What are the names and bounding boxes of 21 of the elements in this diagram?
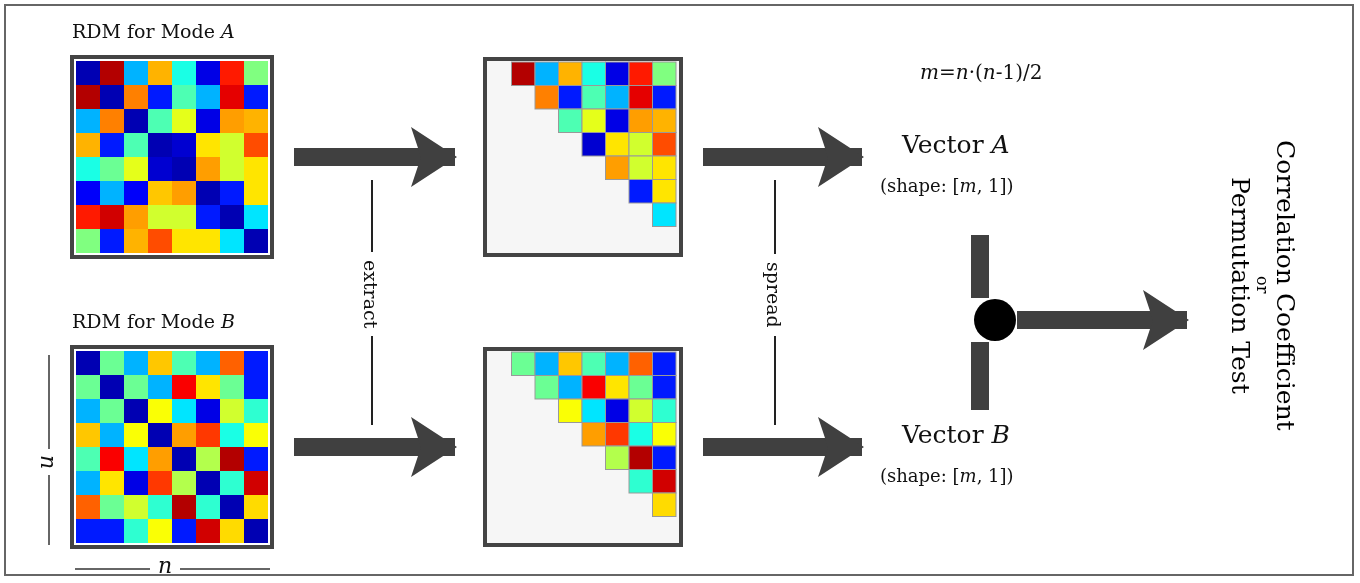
connector-bar [971,342,989,410]
block-arrow [294,127,457,187]
block-arrow [1017,290,1189,350]
result-label: Correlation Coefficient [1271,139,1299,431]
matrix-title: RDM for Mode A [72,20,235,42]
connector-word: or [1253,276,1272,294]
block-arrow [703,417,864,477]
vector-label: Vector B [902,420,1010,449]
rotated-label: spread [763,262,785,328]
shape-label: (shape: [m, 1]) [880,175,1014,196]
vector-label: Vector A [902,130,1010,159]
result-label: Permutation Test [1226,176,1254,394]
connector-bar [971,235,989,298]
rotated-label: extract [360,260,382,329]
formula-label: m=n·(n-1)/2 [920,60,1043,84]
matrix-title: RDM for Mode B [72,310,235,332]
block-arrow [294,417,457,477]
dimension-label: n [158,553,173,578]
dimension-label: n [36,455,61,470]
block-arrow [703,127,864,187]
shape-label: (shape: [m, 1]) [880,465,1014,486]
